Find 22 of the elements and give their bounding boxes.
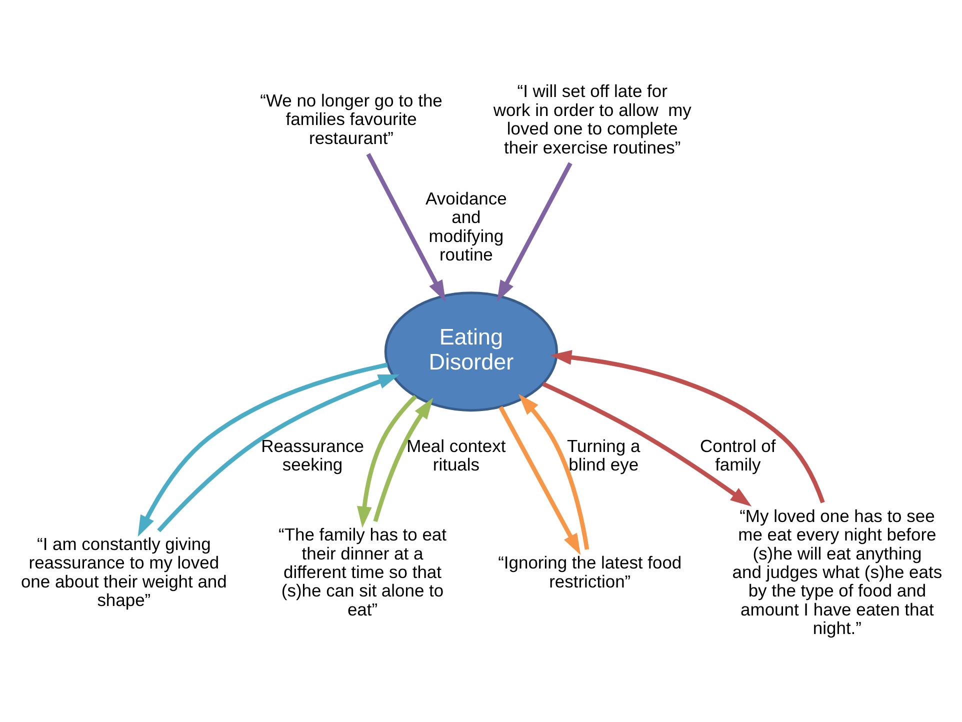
arrow bbox=[366, 153, 446, 302]
edge-label: Control of family bbox=[700, 436, 776, 475]
arrow bbox=[498, 406, 580, 555]
node-text: “I will set off late for work in order to allow my loved one to complete their exercise routines” bbox=[492, 81, 691, 158]
edge-label: Avoidance and modifying routine bbox=[425, 188, 506, 265]
arrow bbox=[156, 374, 400, 532]
node-text: “We no longer go to the families favourite restaurant” bbox=[260, 90, 442, 148]
edge-label: Reassurance seeking bbox=[260, 436, 364, 475]
node-text: “I am constantly giving reassurance to my loved one about their weight and shape” bbox=[20, 534, 226, 610]
node-text: “Ignoring the latest food restriction” bbox=[498, 552, 682, 592]
node-ellipse: Eating Disorder bbox=[384, 292, 558, 412]
node-text: “The family has to eat their dinner at a different time so that (s)he can sit alone to eat” bbox=[278, 524, 446, 620]
arrow bbox=[518, 394, 589, 550]
arrow bbox=[137, 362, 388, 537]
edge-label: Turning a blind eye bbox=[566, 436, 640, 475]
arrow bbox=[496, 162, 572, 302]
arrow bbox=[356, 394, 417, 528]
node-text: “My loved one has to see me eat every night before (s)he will eat anything and judges what (s)he eats by the type of food and amount I have eaten that night.” bbox=[732, 506, 942, 638]
arrow bbox=[372, 398, 433, 522]
edge-label: Meal context rituals bbox=[406, 436, 506, 475]
arrow bbox=[550, 350, 824, 504]
arrow bbox=[542, 382, 752, 506]
